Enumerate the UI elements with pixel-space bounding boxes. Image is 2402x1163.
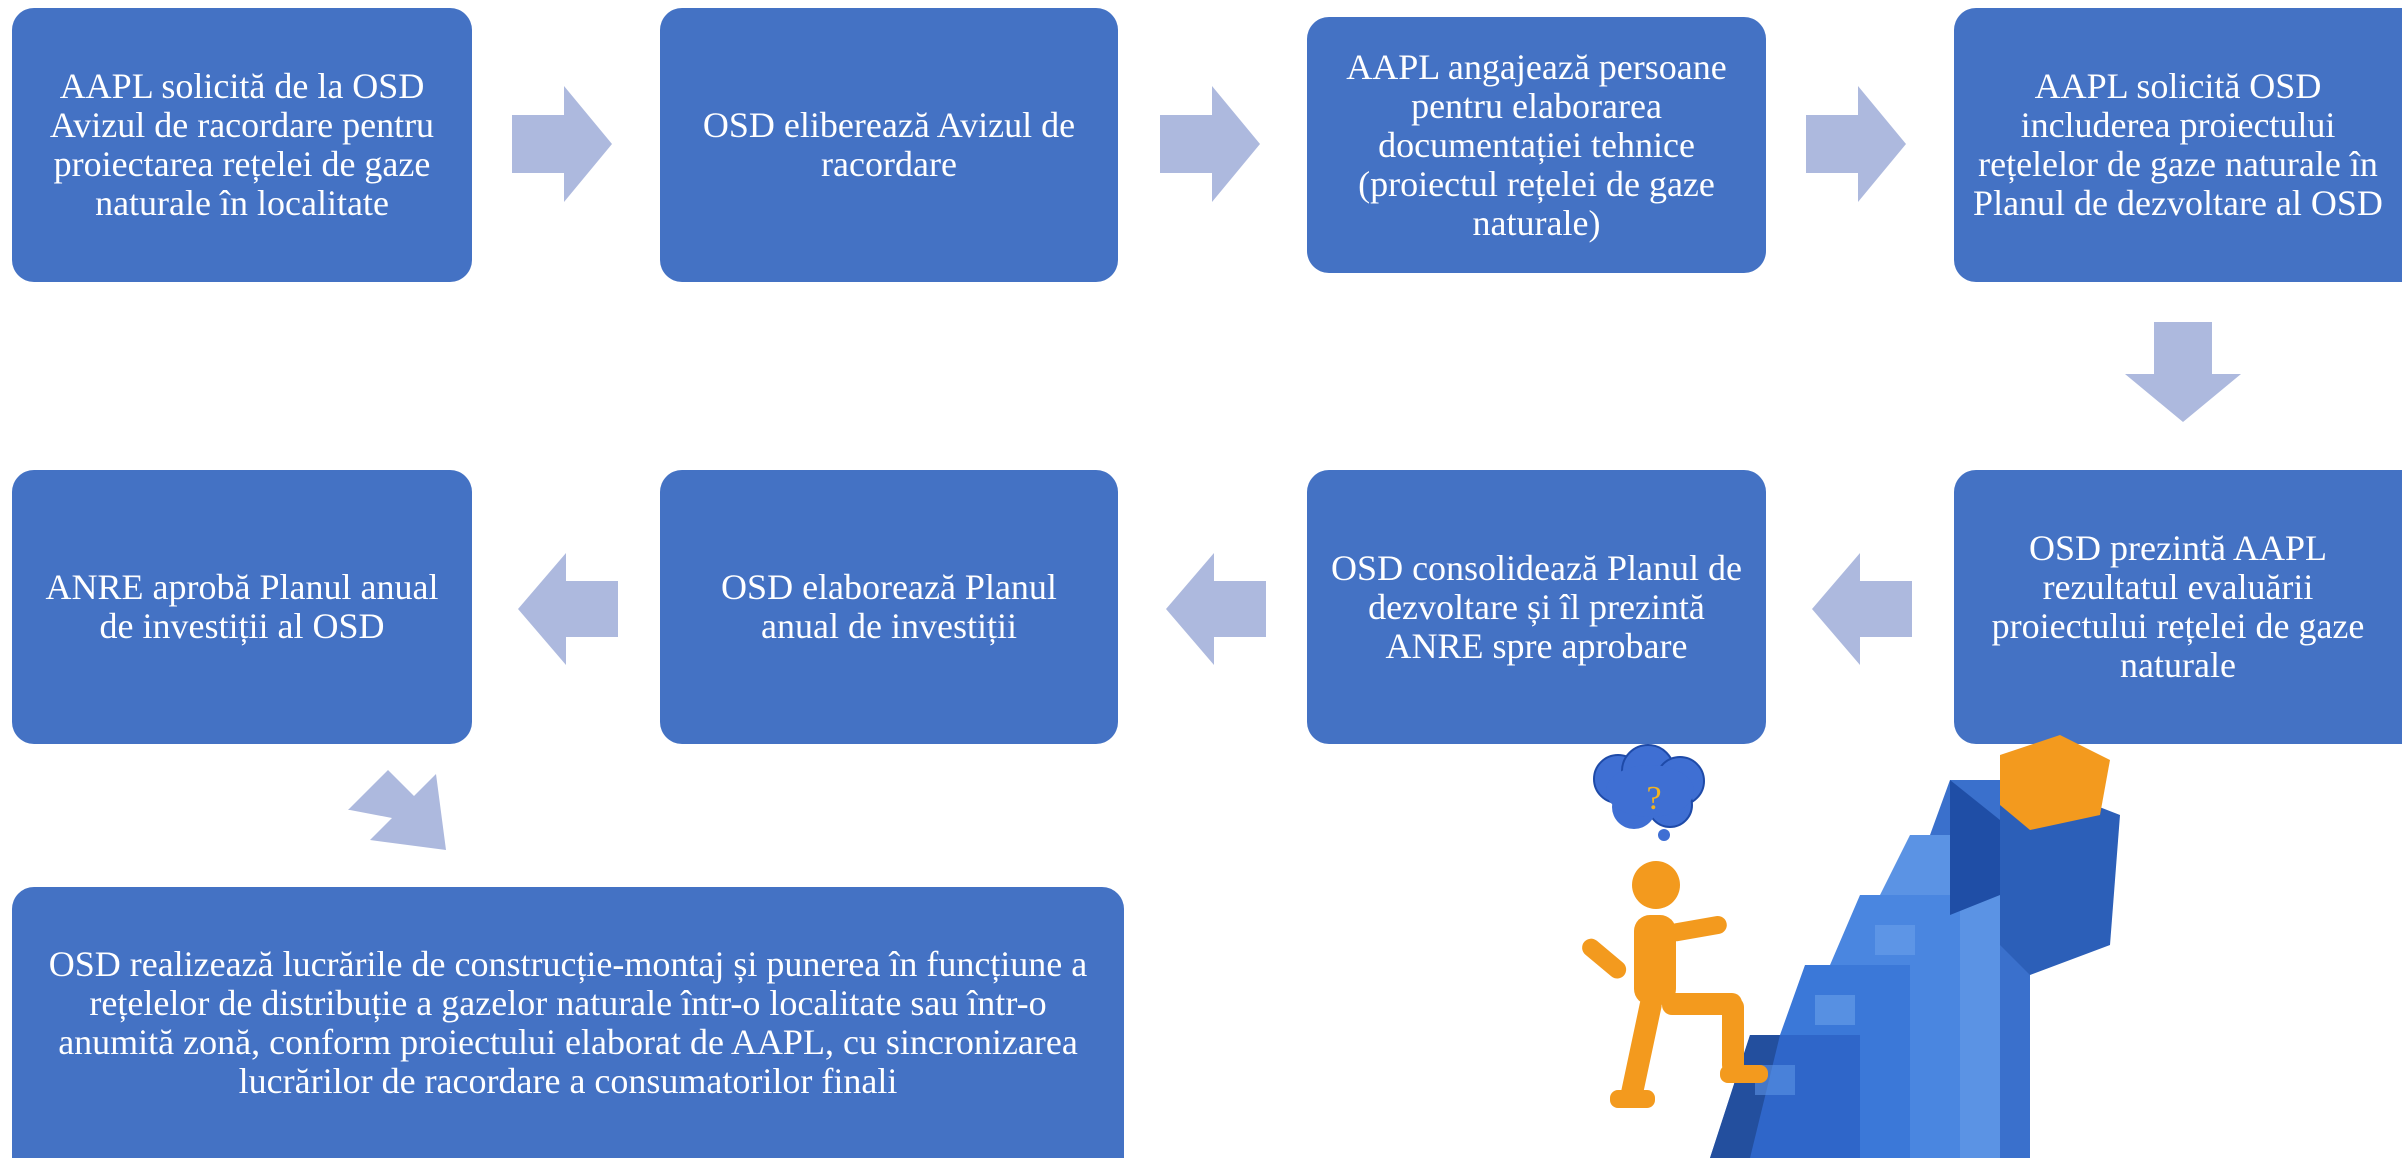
arrow-right-1 [512,86,612,202]
step-4-box: AAPL solicită OSD includerea proiectului… [1954,8,2402,282]
arrow-diagonal [340,752,460,852]
arrow-left-3 [518,553,618,665]
arrow-right-2 [1160,86,1260,202]
person-figure [1582,861,1768,1108]
step-8-box: ANRE aprobă Planul anual de investiții a… [12,470,472,744]
step-7-box: OSD elaborează Planul anual de investiți… [660,470,1118,744]
step-4-text: AAPL solicită OSD includerea proiectului… [1973,66,2383,223]
puzzle-stairs [1710,735,2120,1158]
step-2-text: OSD eliberează Avizul de racordare [702,105,1076,184]
arrow-left-2 [1166,553,1266,665]
step-9-text: OSD realizează lucrările de construcție-… [48,943,1088,1101]
step-5-box: OSD prezintă AAPL rezultatul evaluării p… [1954,470,2402,744]
step-7-text: OSD elaborează Planul anual de investiți… [721,567,1057,646]
step-3-box: AAPL angajează persoane pentru elaborare… [1307,17,1766,273]
step-6-text: OSD consolidează Planul de dezvoltare și… [1331,547,1742,666]
step-8-text: ANRE aprobă Planul anual de investiții a… [45,567,439,646]
step-9-box: OSD realizează lucrările de construcție-… [12,887,1124,1158]
step-1-box: AAPL solicită de la OSD Avizul de racord… [12,8,472,282]
question-mark: ? [1646,780,1661,817]
step-6-box: OSD consolidează Planul de dezvoltare și… [1307,470,1766,744]
arrow-right-3 [1806,86,1906,202]
arrow-down [2125,322,2241,422]
step-5-text: OSD prezintă AAPL rezultatul evaluării p… [1991,528,2365,685]
thought-cloud-icon [1593,744,1705,841]
step-2-box: OSD eliberează Avizul de racordare [660,8,1118,282]
step-1-text: AAPL solicită de la OSD Avizul de racord… [49,66,435,223]
arrow-left-1 [1812,553,1912,665]
climbing-figure-illustration: ? [1530,735,2150,1163]
step-3-text: AAPL angajează persoane pentru elaborare… [1346,46,1727,243]
